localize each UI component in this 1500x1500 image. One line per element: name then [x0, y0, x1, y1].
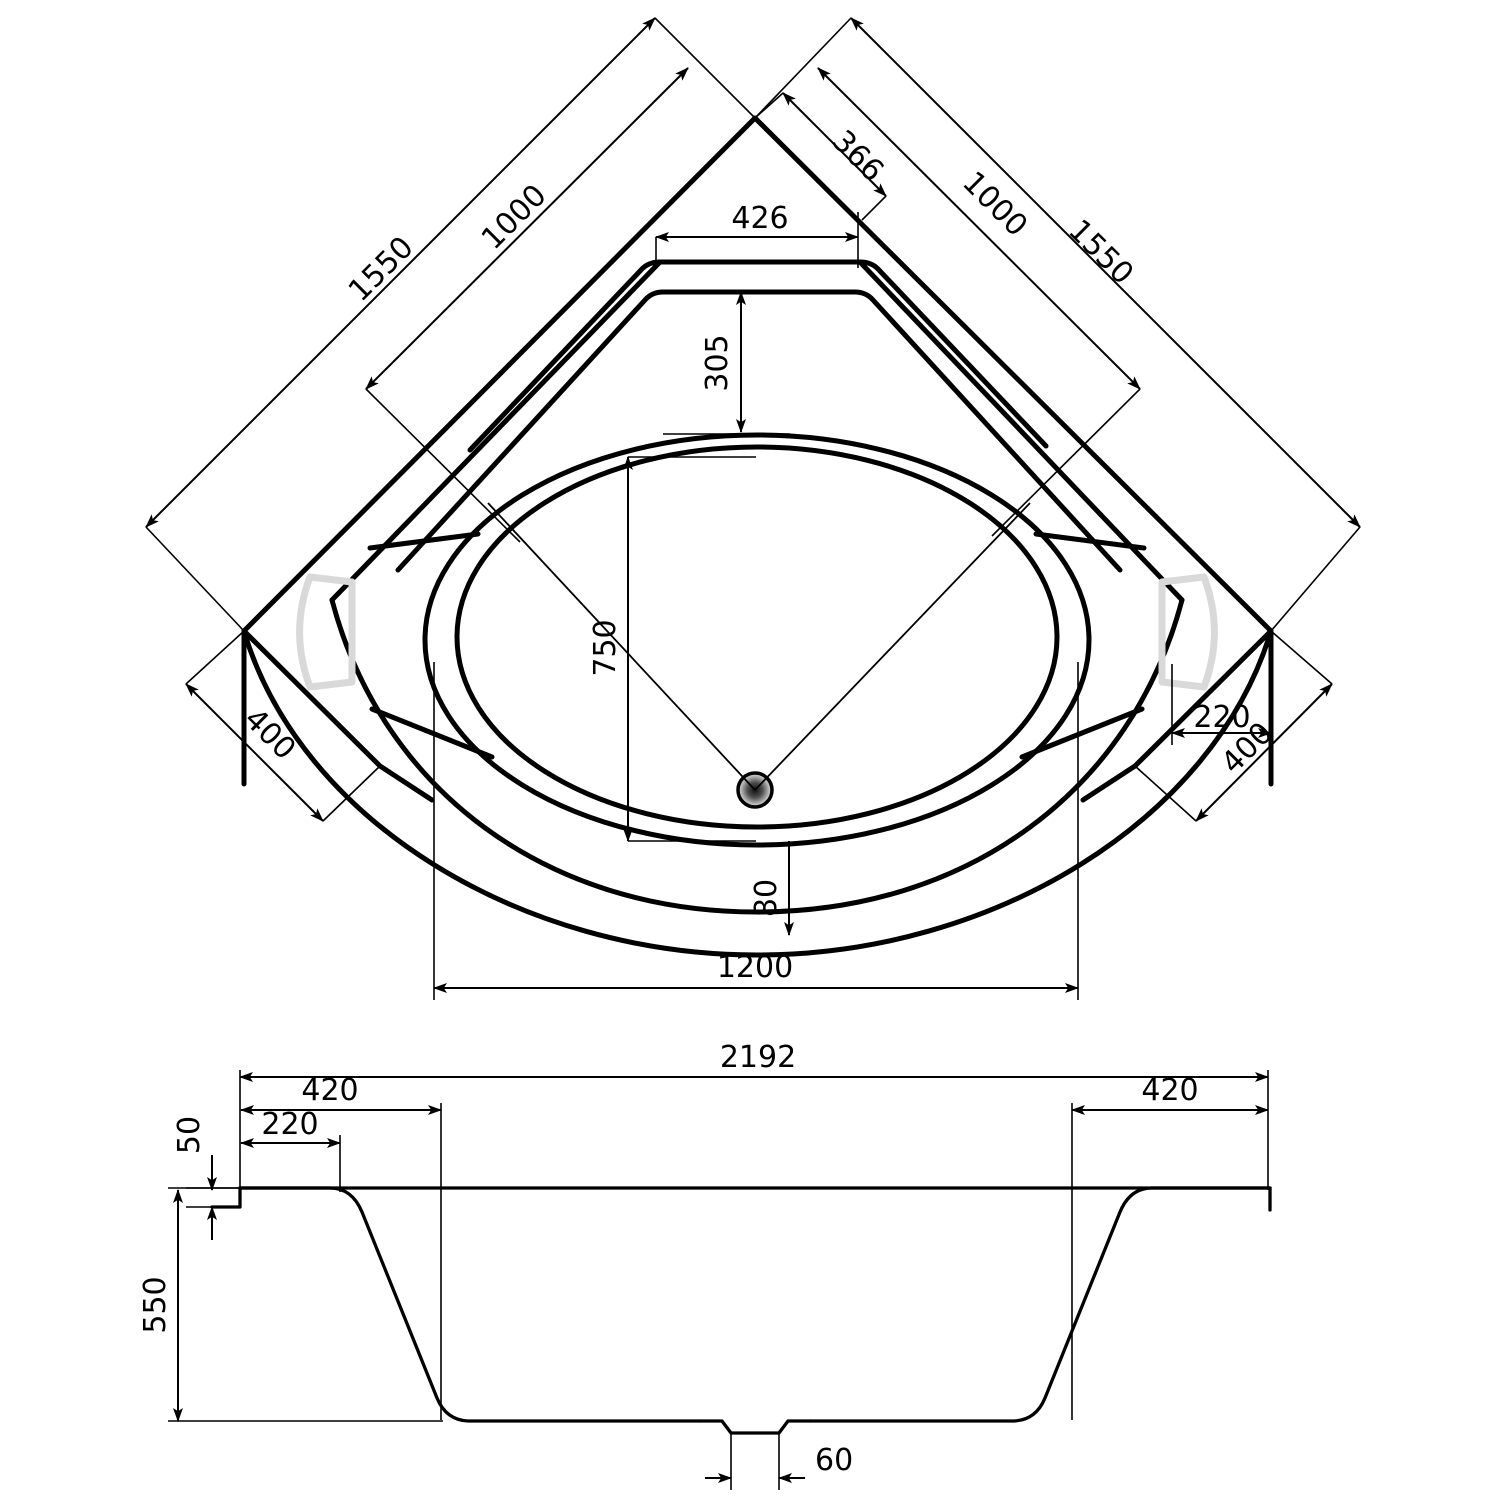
dim-section-550: 550	[138, 1276, 173, 1333]
dim-section-60: 60	[815, 1443, 853, 1478]
section-view: 2192 420 220 50 550 420 60	[138, 1040, 1272, 1490]
dim-section-420-right: 420	[1141, 1073, 1198, 1108]
dim-plan-1200: 1200	[717, 950, 793, 985]
dim-section-420-left: 420	[301, 1073, 358, 1108]
tub-rim-inner-curve	[329, 597, 1185, 915]
dim-section-50: 50	[172, 1116, 207, 1154]
tub-shoulder-details	[367, 531, 1147, 760]
dim-plan-220-right: 220	[1193, 700, 1250, 735]
dim-plan-80: 80	[749, 879, 784, 917]
dim-plan-750: 750	[588, 619, 623, 676]
tub-bowl-inner-ellipse	[454, 444, 1060, 830]
section-dimension-lines	[168, 1070, 1269, 1490]
tub-rim-outer-curve	[241, 628, 1274, 958]
right-grip-handle-icon	[1158, 573, 1218, 691]
dim-plan-305: 305	[700, 334, 735, 391]
dim-section-2192: 2192	[720, 1040, 796, 1075]
plan-dimension-lines	[145, 17, 1361, 1000]
dim-plan-426: 426	[731, 201, 788, 236]
left-grip-handle-icon	[296, 573, 356, 691]
tub-bowl-ellipse	[422, 432, 1092, 848]
dim-section-220-left: 220	[261, 1107, 318, 1142]
